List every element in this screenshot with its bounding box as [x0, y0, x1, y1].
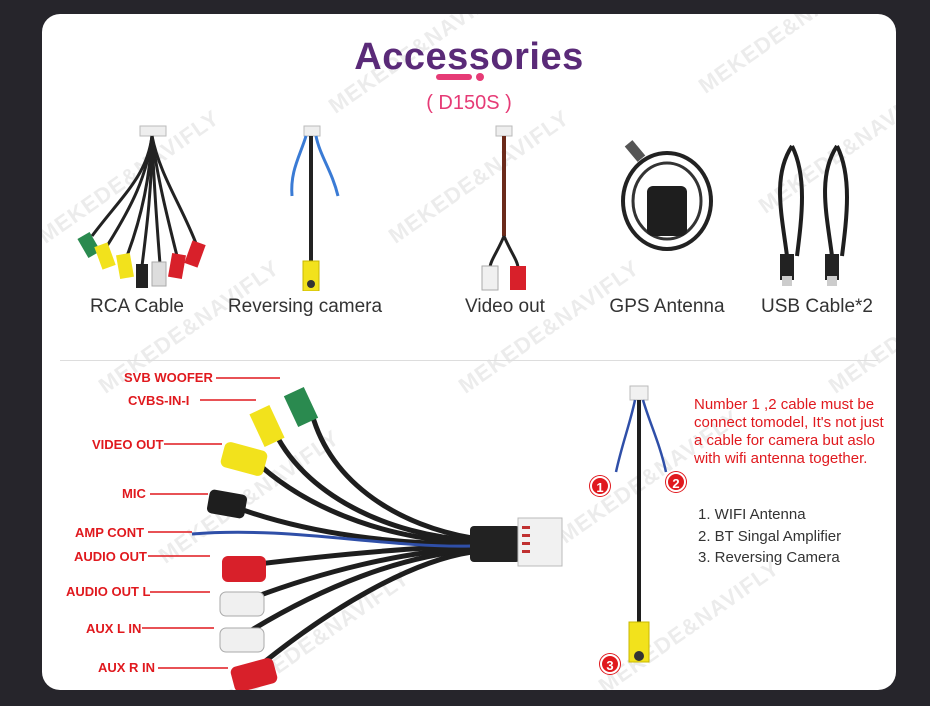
label-aux-r-in: AUX R IN	[98, 660, 156, 675]
badge-3: 3	[600, 654, 620, 674]
accessory-rca-cable: RCA Cable	[52, 116, 222, 326]
title-dot	[476, 73, 484, 81]
section-divider	[60, 360, 878, 361]
function-item: 3. Reversing Camera	[698, 549, 840, 566]
accessory-label: Video out	[465, 296, 545, 317]
accessory-label: RCA Cable	[90, 296, 184, 317]
label-aux-l-in: AUX L IN	[86, 621, 142, 636]
video-out-cable-icon	[481, 125, 526, 291]
page-title: Accessories	[354, 36, 584, 78]
reversing-camera-cable-detail	[614, 385, 668, 663]
accessory-label: GPS Antenna	[609, 296, 725, 317]
accessories-card: MEKEDE&NAVIFLY MEKEDE&NAVIFLY MEKEDE&NAV…	[42, 14, 896, 690]
function-item: 1. WIFI Antenna	[698, 506, 806, 523]
label-audio-out: AUDIO OUT	[74, 549, 147, 564]
wiring-note: Number 1 ,2 cable must be connect tomode…	[694, 396, 884, 467]
rca-harness-diagram	[142, 377, 563, 690]
gps-antenna-icon	[621, 140, 713, 251]
badge-2: 2	[666, 472, 686, 492]
rca-cable-icon	[77, 125, 206, 288]
function-list: 1. WIFI Antenna 2. BT Singal Amplifier 3…	[698, 504, 841, 569]
badge-1: 1	[590, 476, 610, 496]
label-amp-cont: AMP CONT	[75, 525, 145, 540]
label-svb-woofer: SVB WOOFER	[124, 370, 213, 385]
label-cvbs-in: CVBS-IN-I	[128, 393, 190, 408]
label-audio-out-l: AUDIO OUT L	[66, 584, 151, 599]
accessory-video-out: Video out	[420, 116, 590, 326]
accessory-label: USB Cable*2	[761, 296, 873, 317]
function-item: 2. BT Singal Amplifier	[698, 527, 842, 545]
accessory-usb-cable: USB Cable*2	[732, 116, 896, 326]
label-video-out: VIDEO OUT	[92, 437, 164, 452]
reversing-camera-cable-icon	[290, 125, 340, 291]
accessory-label: Reversing camera	[227, 296, 383, 317]
accessory-reversing-camera: Reversing camera	[220, 116, 390, 326]
label-mic: MIC	[122, 486, 146, 501]
model-label: ( D150S )	[426, 92, 512, 114]
accessory-gps-antenna: GPS Antenna	[582, 116, 752, 326]
usb-cable-icon	[778, 144, 849, 286]
title-underline	[436, 74, 472, 80]
